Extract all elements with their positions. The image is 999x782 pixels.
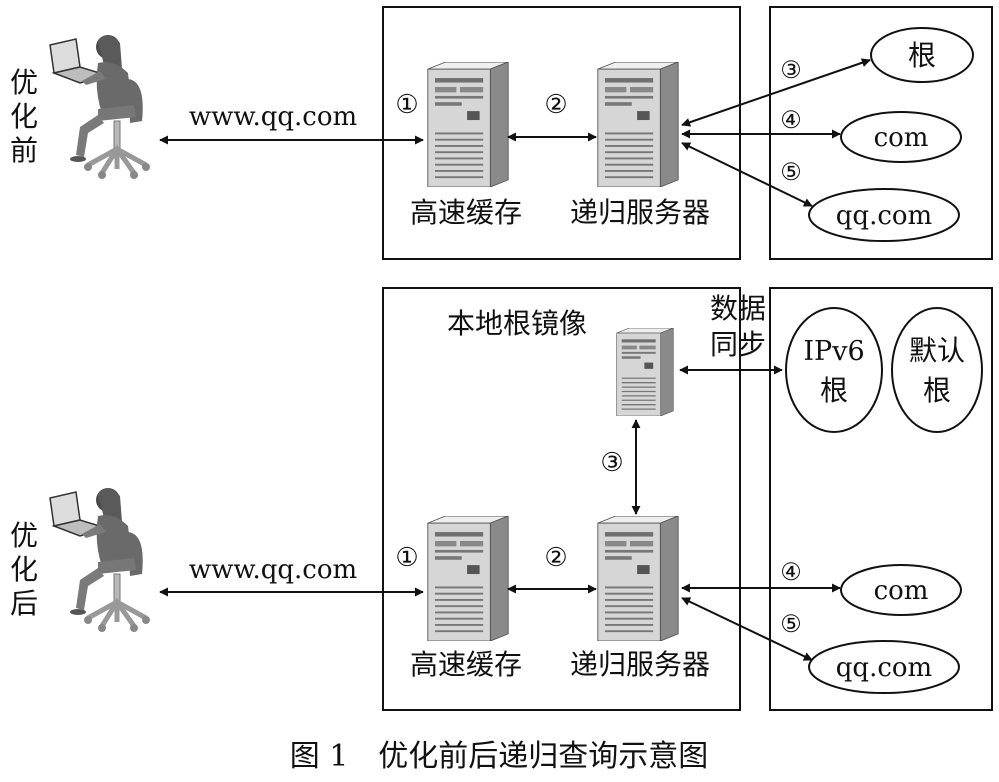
top-step-1: ① <box>395 90 418 120</box>
bottom-qq-label: qq.com <box>836 653 932 683</box>
bottom-qq-node <box>808 640 960 694</box>
top-cache-label: 高速缓存 <box>410 196 522 229</box>
bottom-ipv6-label-1: IPv6 <box>803 336 864 367</box>
top-qq-arrow <box>681 142 813 207</box>
bottom-default-label-2: 根 <box>923 374 951 407</box>
bottom-step-5: ⑤ <box>780 610 802 638</box>
top-com-label: com <box>874 123 929 153</box>
top-step-3: ③ <box>780 56 802 84</box>
bottom-cache-server-icon <box>427 516 509 641</box>
top-qq-node <box>808 188 960 242</box>
top-qq-label: qq.com <box>836 201 932 231</box>
bottom-side-label-1: 优 <box>10 519 38 552</box>
bottom-section: 优 化 后 www.qq.com ① 本地根镜像 数据 同步 ③ ② 高速缓存 … <box>10 287 993 711</box>
top-com-node <box>840 111 962 163</box>
bottom-com-label: com <box>874 576 929 606</box>
top-section: 优 化 前 www.qq.com ① ② 高速缓存 递归服务器 根 com qq… <box>10 6 993 260</box>
bottom-recursive-server-icon <box>597 516 679 641</box>
bottom-step-3: ③ <box>600 448 623 478</box>
bottom-side-label-3: 后 <box>10 587 38 620</box>
bottom-side-label-2: 化 <box>10 553 38 586</box>
top-recursive-label: 递归服务器 <box>570 196 710 229</box>
bottom-mirror-server-icon <box>616 328 674 416</box>
bottom-com-node <box>840 564 962 616</box>
bottom-domain-label: www.qq.com <box>189 555 357 585</box>
top-root-node <box>870 27 974 83</box>
bottom-authority-box <box>769 287 993 711</box>
top-step-4: ④ <box>780 106 802 134</box>
bottom-sync-label-2: 同步 <box>710 328 766 361</box>
top-side-label-1: 优 <box>10 66 38 99</box>
bottom-cache-label: 高速缓存 <box>410 648 522 681</box>
top-user-icon <box>50 35 150 179</box>
bottom-ipv6-label-2: 根 <box>820 374 848 407</box>
bottom-mirror-label: 本地根镜像 <box>447 307 587 340</box>
bottom-step-4: ④ <box>780 558 802 586</box>
bottom-default-label-1: 默认 <box>909 334 965 367</box>
bottom-default-root-node <box>891 307 983 433</box>
bottom-user-icon <box>50 488 150 632</box>
top-side-label-3: 前 <box>10 134 38 167</box>
bottom-local-box <box>382 287 741 711</box>
top-root-label: 根 <box>908 39 936 72</box>
top-root-arrow <box>681 58 871 127</box>
bottom-ipv6-root-node <box>785 307 883 433</box>
top-recursive-server-icon <box>597 62 679 187</box>
bottom-step-1: ① <box>395 543 418 573</box>
top-side-label-2: 化 <box>10 100 38 133</box>
top-step-2: ② <box>544 90 567 120</box>
top-step-5: ⑤ <box>780 158 802 186</box>
bottom-qq-arrow <box>681 597 813 661</box>
bottom-step-2: ② <box>544 543 567 573</box>
bottom-recursive-label: 递归服务器 <box>570 648 710 681</box>
figure-caption: 图 1 优化前后递归查询示意图 <box>290 739 709 774</box>
top-domain-label: www.qq.com <box>189 102 357 132</box>
top-cache-server-icon <box>427 62 509 187</box>
bottom-sync-label-1: 数据 <box>710 292 766 325</box>
